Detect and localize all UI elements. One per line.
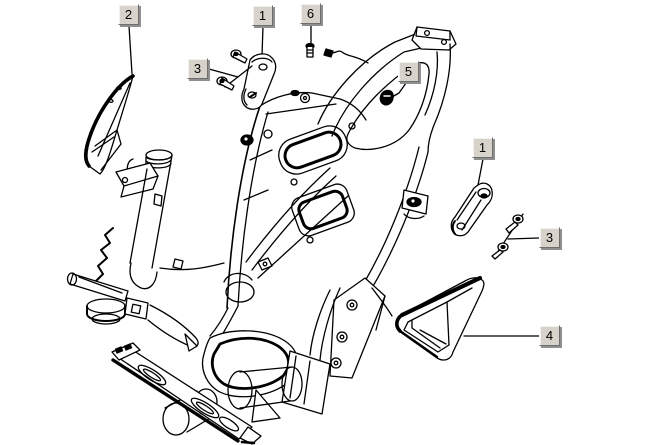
rear-subframe-loop [317,26,457,289]
rear-frame-plate [309,277,393,379]
callout-1-top[interactable]: 1 [252,5,273,26]
part-4-panel [395,275,485,361]
callout-3-right[interactable]: 3 [539,227,560,248]
callout-1-right[interactable]: 1 [472,137,493,158]
callout-6[interactable]: 6 [300,3,321,24]
callout-5[interactable]: 5 [398,61,419,82]
part-6-bolt [305,42,315,58]
leader-lines [128,24,540,337]
steering-head-tube [94,149,273,290]
part-3-bolts-right [491,213,524,260]
part-1-bracket-top [241,53,277,110]
lower-frame-cradle [162,330,331,436]
part-2-panel [83,74,135,175]
part-5-grommet [379,89,394,106]
callout-4[interactable]: 4 [539,325,560,346]
horn-disc-and-arm [66,272,199,352]
footboard-rail [111,342,262,445]
callout-2[interactable]: 2 [118,4,139,25]
part-1-bracket-right [450,182,493,237]
part-3-bolts-top [216,49,253,91]
callout-3-left[interactable]: 3 [187,58,208,79]
